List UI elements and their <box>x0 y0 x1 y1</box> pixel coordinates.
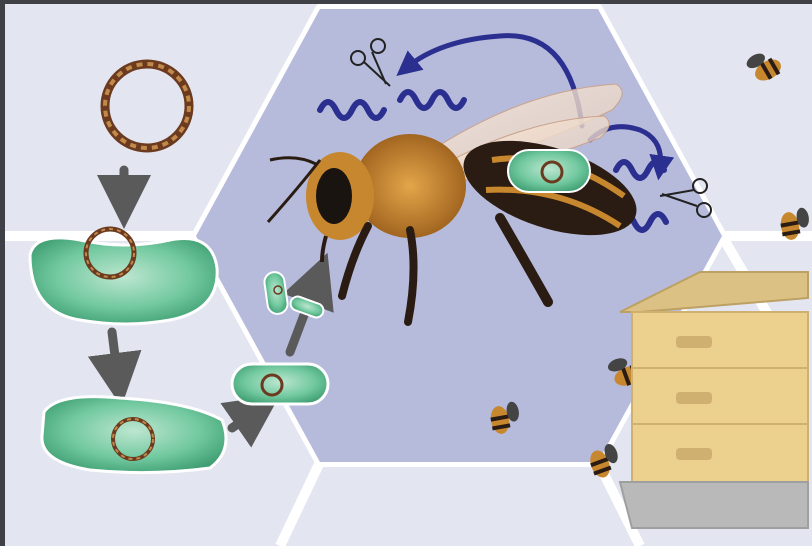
arrow-bacterium-to-engineered <box>112 332 118 380</box>
frame-top-strip <box>0 0 812 4</box>
small-bacterium <box>232 364 328 404</box>
frame-left-strip <box>0 0 5 546</box>
